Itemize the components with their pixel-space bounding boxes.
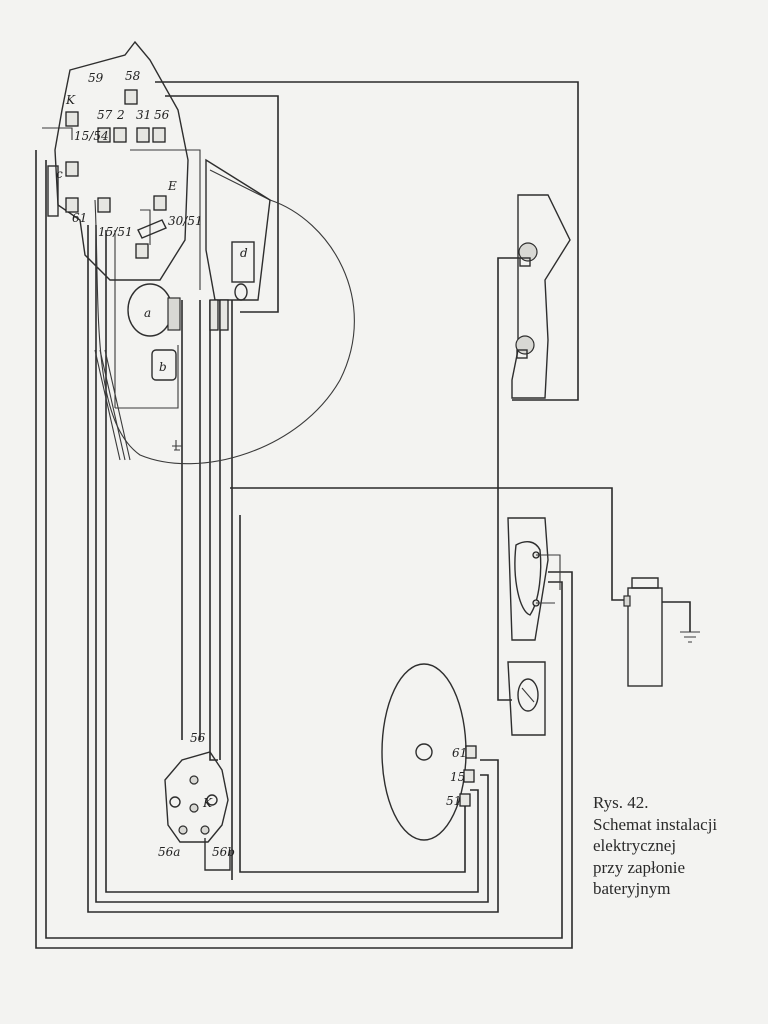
- label-59: 59: [88, 71, 104, 85]
- caption-line-5: bateryjnym: [593, 879, 671, 898]
- terminal-e: [153, 195, 167, 211]
- label-c: c: [56, 167, 63, 181]
- caption-figure-number: Rys. 42.: [593, 793, 649, 812]
- label-k-bottom: K: [202, 796, 213, 810]
- label-56a: 56a: [158, 845, 180, 859]
- caption-line-4: przy zapłonie: [593, 857, 686, 877]
- battery: [623, 577, 700, 687]
- label-2: 2: [116, 108, 125, 122]
- tail-lamp-assembly: [511, 194, 571, 399]
- ignition-switch: [47, 40, 189, 281]
- label-61: 61: [72, 211, 87, 225]
- label-15-54: 15/54: [74, 129, 109, 143]
- label-58: 58: [125, 69, 141, 83]
- label-15-51: 15/51: [98, 225, 133, 239]
- label-d: d: [240, 246, 248, 260]
- light-switch: [164, 751, 231, 871]
- terminal-15-54: [65, 161, 79, 177]
- relay-b: [151, 349, 182, 451]
- label-57: 57: [97, 108, 113, 122]
- horn-a: [127, 283, 181, 337]
- terminal-k: [65, 111, 79, 127]
- terminal-31: [136, 127, 150, 143]
- dynamo: [381, 663, 477, 841]
- label-dynamo-61: 61: [452, 746, 467, 760]
- headlight: [507, 517, 561, 641]
- label-e: E: [167, 179, 177, 193]
- caption-line-3: elektrycznej: [593, 836, 677, 855]
- label-56b: 56b: [212, 845, 235, 859]
- label-56-top: 56: [154, 108, 170, 122]
- terminal-56: [152, 127, 166, 143]
- terminal-57: [97, 127, 111, 143]
- label-56-bottom: 56: [190, 731, 206, 745]
- terminal-15-51: [97, 197, 111, 213]
- terminal-61: [65, 197, 79, 213]
- label-dynamo-51: 51: [446, 794, 461, 808]
- cable-bundle-hatch: [94, 349, 131, 461]
- terminal-2: [113, 127, 127, 143]
- cable-loop-outline: [94, 169, 355, 465]
- figure-caption: Rys. 42. Schemat instalacji elektrycznej…: [593, 792, 753, 900]
- terminal-30-51: [135, 243, 149, 259]
- regulator-d: [205, 158, 271, 331]
- label-b: b: [159, 360, 167, 374]
- caption-line-2: Schemat instalacji: [593, 814, 718, 834]
- fuse-c: [47, 165, 59, 217]
- label-a: a: [144, 306, 151, 320]
- label-dynamo-15: 15: [450, 770, 465, 784]
- label-30-51: 30/51: [168, 214, 203, 228]
- terminal-58: [124, 89, 138, 105]
- wire-bundle: [35, 81, 625, 949]
- label-k-top: K: [65, 93, 76, 107]
- stop-light-switch: [507, 661, 546, 736]
- label-31: 31: [136, 108, 151, 122]
- ignition-key: [137, 219, 167, 239]
- terminal-labels: 59 58 K 57 2 31 56 15/54 c E 30/51 61 15…: [56, 69, 467, 859]
